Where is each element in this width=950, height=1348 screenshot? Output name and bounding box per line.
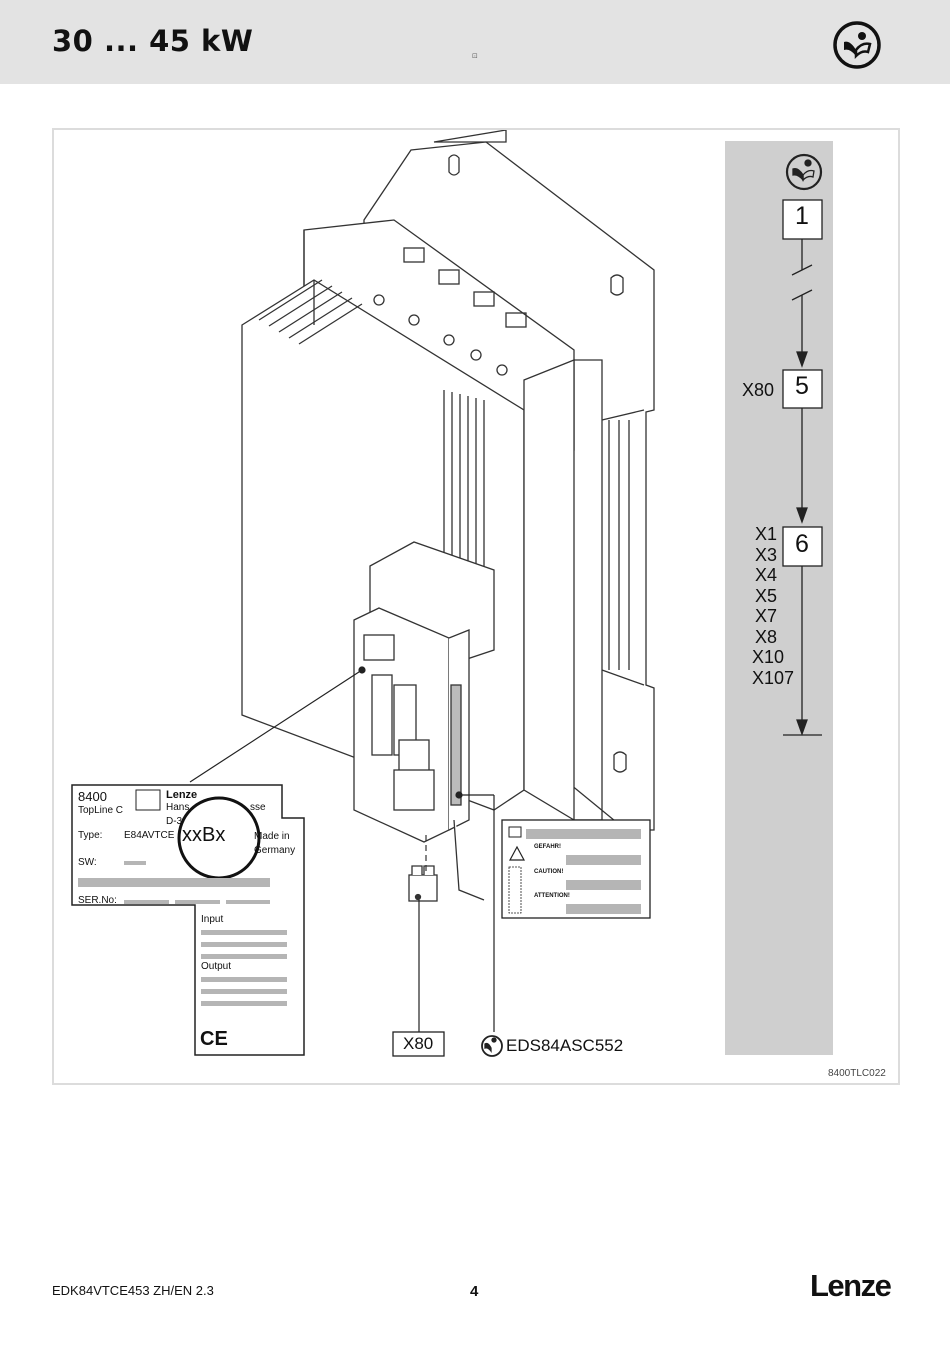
connector-item: X5: [754, 585, 777, 606]
step-5-connector-label: X80: [742, 380, 775, 400]
connector-item: X3: [754, 544, 777, 565]
nameplate-input-label: Input: [201, 914, 224, 925]
x80-connector-label: X80: [403, 1034, 434, 1053]
page-title: 30 ... 45 kW: [52, 24, 254, 58]
small-mark: ⊡: [472, 52, 478, 60]
step-6-label: 6: [795, 530, 809, 558]
nameplate-model: 8400: [78, 789, 107, 804]
nameplate-made-in-1: Made in: [254, 831, 290, 842]
connector-item: X10: [752, 647, 785, 667]
nameplate-address-1b: sse: [250, 802, 266, 813]
nameplate-type-label: Type:: [78, 830, 103, 841]
warning-attention: ATTENTION!: [534, 893, 570, 899]
step-5-label: 5: [795, 372, 809, 400]
page-number: 4: [470, 1283, 479, 1300]
warning-caution: CAUTION!: [534, 869, 564, 875]
warning-gefahr: GEFAHR!: [534, 844, 561, 850]
nameplate-brand: Lenze: [166, 789, 198, 801]
installation-figure: 1 X80 5 6 X1 X3 X4 X5 X7 X8 X10 X107 840…: [52, 128, 900, 1085]
nameplate-ser-label: SER.No:: [78, 895, 117, 906]
footer-document-id: EDK84VTCE453 ZH/EN 2.3: [52, 1283, 214, 1298]
nameplate-address-2: D-3: [166, 816, 183, 827]
device-drawing: [71, 130, 833, 1057]
lenze-logo: Lenze: [810, 1268, 892, 1303]
connector-item: X1: [754, 524, 777, 544]
nameplate-address-1: Hans: [166, 802, 190, 813]
figure-id: 8400TLC022: [828, 1068, 886, 1079]
connector-list: X1 X3 X4 X5 X7 X8 X10 X107: [752, 524, 795, 688]
doc-reference: EDS84ASC552: [506, 1036, 624, 1055]
connector-item: X107: [752, 667, 795, 688]
connector-item: X4: [754, 565, 777, 585]
nameplate-output-label: Output: [201, 961, 232, 972]
ce-mark: CE: [200, 1028, 228, 1050]
nameplate-variant: TopLine C: [78, 805, 124, 816]
page-header: 30 ... 45 kW ⊡: [0, 0, 950, 84]
nameplate-sw-label: SW:: [78, 857, 97, 868]
manual-read-icon: [833, 21, 881, 69]
connector-item: X8: [754, 626, 777, 647]
magnifier-text: xxBx: [182, 824, 226, 846]
nameplate-made-in-2: Germany: [254, 845, 296, 856]
nameplate-type-value: E84AVTCE: [124, 830, 175, 841]
connector-item: X7: [754, 606, 777, 626]
step-1-label: 1: [795, 202, 809, 230]
